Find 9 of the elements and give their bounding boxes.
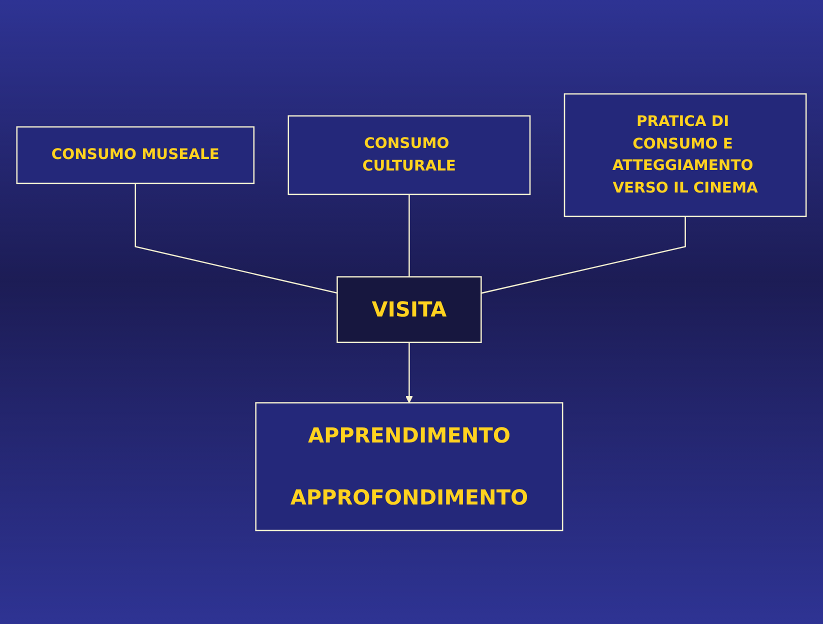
connector: [134, 183, 338, 294]
node-box: VISITA: [336, 276, 482, 343]
connector: [408, 194, 410, 277]
node-box: CONSUMO CULTURALE: [288, 115, 531, 195]
node-box: APPRENDIMENTO APPROFONDIMENTO: [255, 402, 564, 531]
node-box: CONSUMO MUSEALE: [16, 126, 255, 184]
connector: [481, 216, 686, 294]
node-box: PRATICA DI CONSUMO E ATTEGGIAMENTO VERSO IL CINEMA: [564, 93, 807, 217]
arrow: [405, 342, 413, 403]
